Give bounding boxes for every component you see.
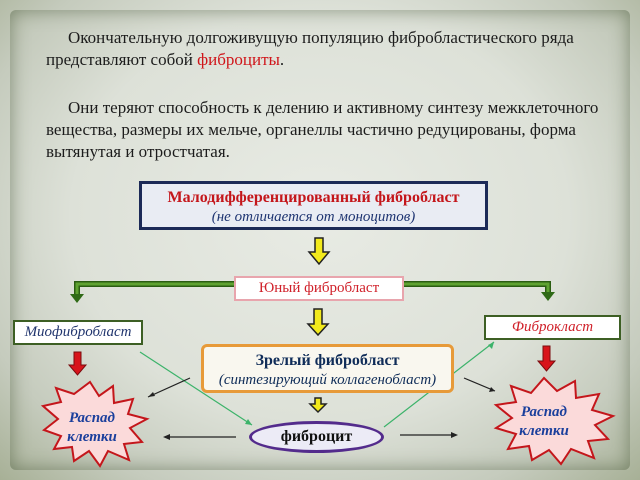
intro-paragraph: Окончательную долгоживущую популяцию фиб… [46, 27, 606, 71]
burst-left-shape [40, 380, 150, 468]
fibrocyte-ellipse: фиброцит [249, 421, 384, 453]
fibrocytes-highlight: фиброциты [197, 50, 280, 69]
mature-fibroblast-box: Зрелый фибробласт (синтезирующий коллаге… [201, 344, 454, 393]
burst-right-label: Распад клетки [504, 403, 584, 441]
young-fibroblast-box: Юный фибробласт [234, 276, 404, 301]
intro-end: . [279, 50, 285, 69]
myofibroblast-box: Миофибробласт [13, 320, 143, 345]
burst-left-label: Распад клетки [52, 409, 132, 447]
arrow-down-young-mature [306, 308, 330, 337]
branch-arrow-left [70, 281, 235, 303]
burst-left-line1: Распад [68, 410, 116, 426]
fibroclast-box: Фиброкласт [484, 315, 621, 340]
burst-right-line2: клетки [519, 423, 569, 439]
burst-right-line1: Распад [520, 404, 568, 420]
mature-to-burst-right-arrow [463, 377, 496, 392]
mature-subtitle: (синтезирующий коллагенобласт) [218, 372, 437, 388]
description-text: Они теряют способность к делению и актив… [46, 98, 599, 161]
intro-text: Окончательную долгоживущую популяцию фиб… [46, 28, 574, 69]
burst-right-shape [493, 376, 616, 466]
red-arrow-left [67, 351, 88, 376]
red-arrow-right [536, 345, 557, 372]
description-paragraph: Они теряют способность к делению и актив… [46, 97, 606, 163]
burst-left-line2: клетки [67, 429, 117, 445]
arrow-down-mature-fibrocyte [308, 397, 328, 414]
fibrocyte-to-burst-left-arrow [163, 434, 236, 440]
mature-title: Зрелый фибробласт [255, 352, 400, 369]
myofibroblast-to-fibrocyte-line [139, 351, 253, 426]
mature-to-burst-left-arrow [147, 377, 191, 398]
fibrocyte-to-burst-right-arrow [400, 432, 458, 438]
malodifferentiated-fibroblast-box: Малодифференцированный фибробласт (не от… [139, 181, 488, 230]
malodifferentiated-subtitle: (не отличается от моноцитов) [211, 209, 416, 225]
arrow-down-malodiff-young [307, 237, 331, 266]
branch-arrow-right [404, 281, 555, 301]
malodifferentiated-title: Малодифференцированный фибробласт [167, 189, 460, 206]
